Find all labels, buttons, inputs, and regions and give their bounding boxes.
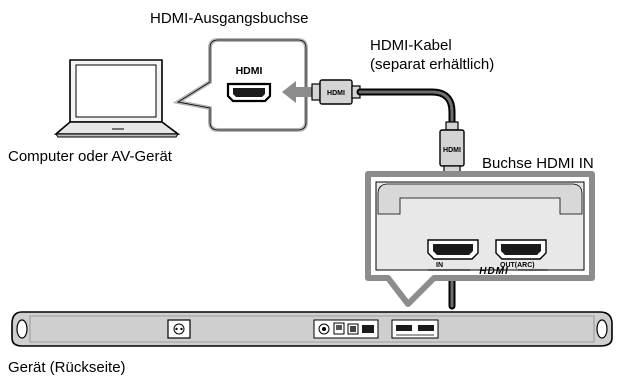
- input-jack-label: Buchse HDMI IN: [482, 155, 594, 172]
- cable-label-line2: (separat erhältlich): [370, 56, 494, 73]
- callout-port-label: HDMI: [236, 65, 263, 77]
- output-jack-label: HDMI-Ausgangsbuchse: [150, 10, 308, 27]
- hdmi-plug-icon-left: HDMI: [311, 79, 361, 105]
- hdmi-logo: HDMI: [479, 266, 509, 277]
- hdmi-in-jack: [427, 239, 479, 260]
- rear-panel-zoom: IN OUT(ARC) HDMI: [365, 171, 595, 307]
- source-device-label: Computer oder AV-Gerät: [8, 148, 173, 165]
- power-inlet: [167, 319, 191, 339]
- cable-label-line1: HDMI-Kabel: [370, 37, 452, 54]
- hdmi-plug-icon-bottom: HDMI: [439, 121, 465, 175]
- plug-bottom-label: HDMI: [443, 147, 461, 154]
- laptop-icon: [53, 59, 181, 138]
- output-callout: HDMI: [172, 38, 308, 132]
- hdmi-out-jack: [495, 239, 547, 260]
- unit-rear-label: Gerät (Rückseite): [8, 359, 126, 376]
- soundbar-icon: [11, 311, 613, 347]
- hdmi-connectors-small: [391, 319, 439, 339]
- plug-left-label: HDMI: [327, 90, 345, 97]
- jack-in-label: IN: [436, 262, 443, 269]
- connector-panel: [313, 319, 379, 339]
- hdmi-port-icon: [226, 82, 272, 103]
- arrow-icon-left: [282, 81, 312, 103]
- jack-out-label: OUT(ARC): [500, 262, 535, 269]
